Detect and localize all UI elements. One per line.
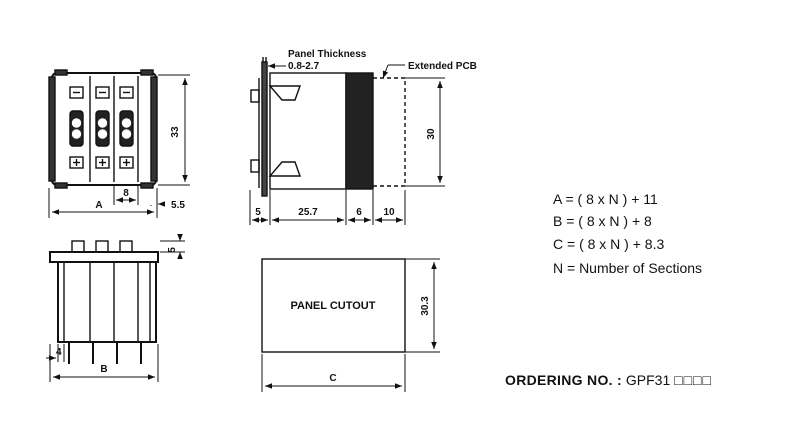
cutout-dim-c: C [329, 373, 336, 384]
side-dim-5: 5 [255, 207, 261, 218]
section-2 [95, 86, 110, 169]
front-view-dimensions [48, 74, 190, 218]
formula-b: B = ( 8 x N ) + 8 [553, 213, 652, 229]
side-dim-25-7: 25.7 [298, 207, 318, 218]
front-dim-a: A [95, 200, 102, 211]
bottom-dim-4: 4 [56, 347, 62, 358]
bottom-dim-5: 5 [167, 247, 178, 253]
section-1 [69, 86, 84, 169]
formula-n: N = Number of Sections [553, 260, 703, 276]
section-3 [119, 86, 134, 169]
panel-thickness-value: 0.8-2.7 [288, 61, 320, 72]
panel-thickness-label: Panel Thickness [288, 49, 367, 60]
front-dim-side: 5.5 [171, 200, 185, 211]
side-dim-6: 6 [356, 207, 362, 218]
panel-cutout [261, 258, 406, 353]
cutout-dim-height: 30.3 [420, 296, 431, 316]
ordering-label: ORDERING NO. : [505, 372, 622, 388]
ordering-number: ORDERING NO. : GPF31 □□□□ [505, 372, 712, 388]
formula-c: C = ( 8 x N ) + 8.3 [553, 236, 665, 252]
ordering-boxes: □□□□ [674, 372, 712, 388]
formula-a: A = ( 8 x N ) + 11 [553, 191, 658, 207]
extended-pcb-label: Extended PCB [408, 61, 477, 72]
bottom-view-dimensions [46, 234, 185, 382]
side-view [250, 57, 406, 197]
side-dim-10: 10 [383, 207, 395, 218]
front-dim-pitch: 8 [123, 188, 129, 199]
cutout-dimensions [261, 258, 440, 392]
side-view-dimensions [249, 63, 445, 225]
bottom-view [49, 240, 159, 364]
ordering-code: GPF31 [625, 372, 671, 388]
panel-cutout-label: PANEL CUTOUT [291, 300, 376, 312]
front-dim-height: 33 [170, 126, 181, 138]
side-dim-height: 30 [426, 128, 437, 140]
front-view [48, 69, 158, 189]
bottom-dim-b: B [100, 364, 107, 375]
